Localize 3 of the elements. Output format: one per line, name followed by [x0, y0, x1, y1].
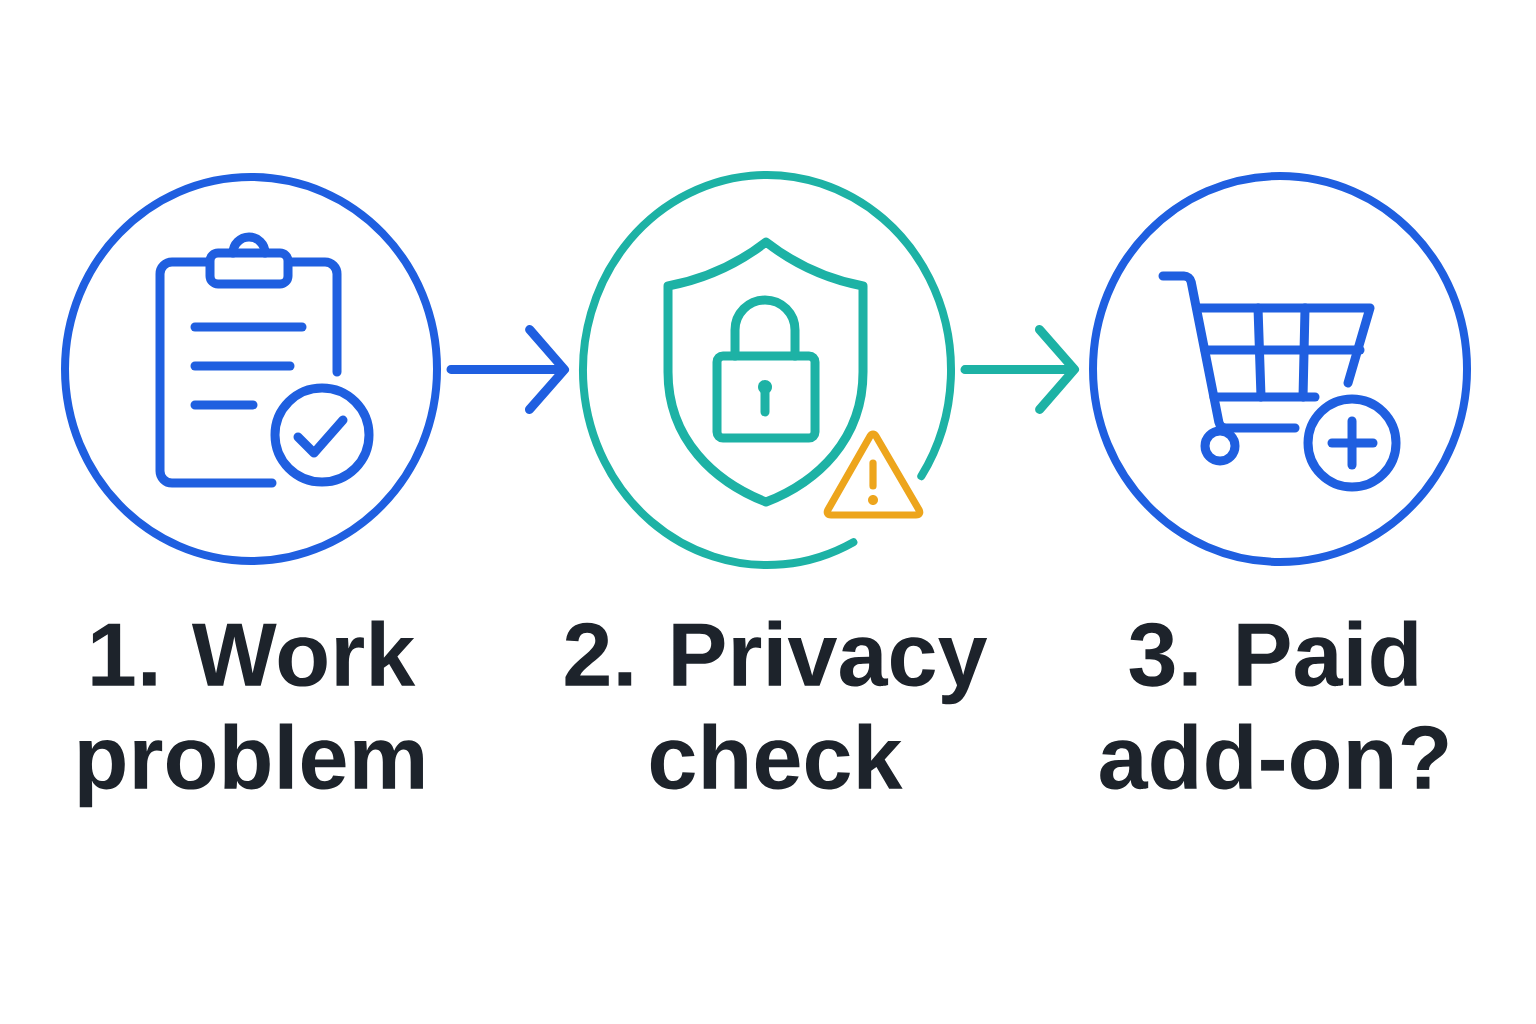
step-title: 2. Privacy check	[565, 620, 988, 790]
step-title: 3. Paid add-on?	[1100, 620, 1448, 790]
step-title: 1. Work problem	[79, 620, 423, 808]
